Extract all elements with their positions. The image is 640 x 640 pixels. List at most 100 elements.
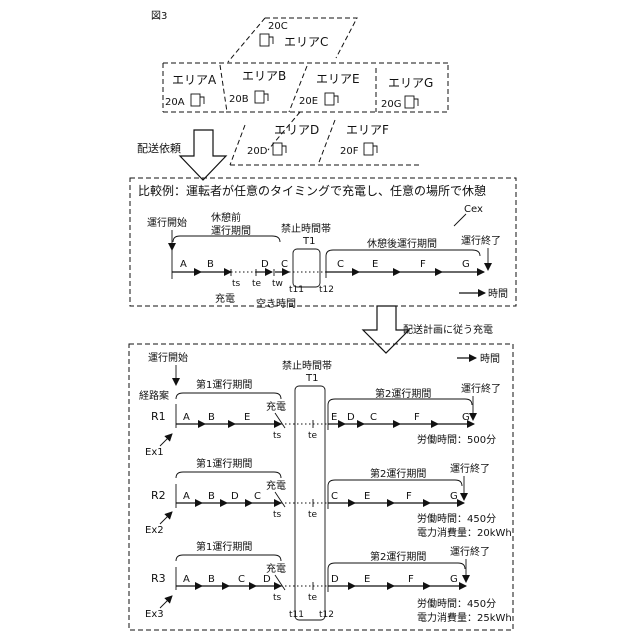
r2-stop-8: G bbox=[450, 491, 458, 502]
cmp-forbidden-code: T1 bbox=[302, 236, 315, 247]
r2-stop-3: D bbox=[231, 491, 239, 502]
plan-arrow-label: 配送計画に従う充電 bbox=[403, 323, 493, 336]
comparison-title: 比較例：運転者が任意のタイミングで充電し、任意の場所で休憩 bbox=[138, 183, 486, 198]
cmp-op-end-label: 運行終了 bbox=[461, 234, 501, 247]
cmp-tw-label: tw bbox=[272, 279, 283, 289]
cmp-stop-g: G bbox=[462, 259, 470, 270]
r3-stop-1: A bbox=[183, 574, 190, 585]
r3-period1-brace bbox=[176, 555, 281, 561]
r3-period1-label: 第1運行期間 bbox=[196, 540, 252, 553]
cmp-post-rest-label: 休憩後運行期間 bbox=[367, 237, 437, 250]
area-map: 20C エリアC エリアA 20A エリアB 20B エリアE 20E エリアG… bbox=[163, 18, 448, 165]
delivery-request-label: 配送依頼 bbox=[137, 141, 181, 155]
r2-stat-2: 電力消費量：20kWh bbox=[417, 526, 512, 539]
charger-20g-icon bbox=[405, 96, 418, 108]
cmp-pre-rest-label: 休憩前 bbox=[211, 211, 241, 224]
cmp-t12-label: t12 bbox=[319, 285, 334, 295]
r1-stop-7: F bbox=[414, 412, 420, 423]
r2-period1-label: 第1運行期間 bbox=[196, 457, 252, 470]
area-b-label: エリアB bbox=[242, 69, 286, 83]
charger-20a-icon bbox=[191, 94, 204, 106]
r1-charge-label: 充電 bbox=[266, 400, 286, 413]
route-r3: 第1運行期間 第2運行期間 運行終了 R3 A B C D 充電 D E F G… bbox=[145, 540, 512, 624]
r2-stop-2: B bbox=[208, 491, 215, 502]
r1-period1-label: 第1運行期間 bbox=[196, 378, 252, 391]
station-20e-label: 20E bbox=[299, 96, 318, 107]
comparison-ref-label: Cex bbox=[464, 204, 483, 215]
area-d-label: エリアD bbox=[274, 123, 319, 137]
r2-charge-leader bbox=[275, 492, 285, 507]
charger-20d-icon bbox=[273, 143, 286, 155]
r1-op-end-label: 運行終了 bbox=[461, 382, 501, 395]
cmp-op-start-label: 運行開始 bbox=[147, 216, 187, 229]
r3-stop-5: D bbox=[331, 574, 339, 585]
comparison-ref-leader bbox=[454, 214, 466, 226]
cmp-t11-label: t11 bbox=[289, 285, 304, 295]
r1-ex-label: Ex1 bbox=[145, 447, 164, 458]
cmp-te-label: te bbox=[252, 279, 262, 289]
r1-stop-6: C bbox=[370, 412, 377, 423]
r3-stop-4: D bbox=[263, 574, 271, 585]
area-g-label: エリアG bbox=[388, 76, 433, 90]
cmp-pre-rest-period-label: 運行期間 bbox=[211, 224, 251, 237]
station-20g-label: 20G bbox=[381, 99, 401, 110]
r3-stop-6: E bbox=[364, 574, 370, 585]
r2-stop-7: F bbox=[406, 491, 412, 502]
r3-t12-label: t12 bbox=[319, 610, 334, 620]
cmp-stop-c: C bbox=[281, 259, 288, 270]
plan-forbidden-code: T1 bbox=[305, 373, 318, 384]
r1-charge-leader bbox=[275, 413, 285, 428]
r2-stat-1: 労働時間：450分 bbox=[417, 512, 496, 525]
cmp-ts-label: ts bbox=[232, 279, 241, 289]
plan-frame bbox=[129, 344, 513, 630]
cmp-stop-f: F bbox=[420, 259, 426, 270]
station-20b-label: 20B bbox=[229, 94, 249, 105]
r3-period2-brace bbox=[328, 563, 465, 569]
r1-stop-2: B bbox=[208, 412, 215, 423]
charger-20e-icon bbox=[325, 93, 338, 105]
r2-ts-label: ts bbox=[273, 510, 282, 520]
r2-period2-brace bbox=[328, 480, 462, 486]
r3-op-end-label: 運行終了 bbox=[450, 545, 490, 558]
r3-charge-leader bbox=[275, 575, 285, 590]
r1-stop-8: G bbox=[462, 412, 470, 423]
r2-ex-label: Ex2 bbox=[145, 525, 164, 536]
charger-20b-icon bbox=[255, 91, 268, 103]
lower-row-boundary bbox=[226, 112, 448, 165]
r2-id: R2 bbox=[151, 489, 166, 502]
cmp-idle-label: 空き時間 bbox=[256, 297, 296, 310]
area-c-label: エリアC bbox=[284, 35, 328, 49]
r2-ticks bbox=[313, 486, 328, 509]
r1-stop-4: E bbox=[331, 412, 337, 423]
r3-stop-8: G bbox=[450, 574, 458, 585]
r1-ticks bbox=[313, 405, 328, 430]
r1-stop-5: D bbox=[347, 412, 355, 423]
r1-period1-brace bbox=[176, 393, 281, 399]
r1-id: R1 bbox=[151, 410, 166, 423]
area-f-label: エリアF bbox=[346, 123, 389, 137]
r3-stop-2: B bbox=[208, 574, 215, 585]
cmp-stop-d: D bbox=[261, 259, 269, 270]
r2-ex-pointer bbox=[160, 512, 172, 524]
r2-te-label: te bbox=[308, 510, 318, 520]
r2-charge-label: 充電 bbox=[266, 479, 286, 492]
r2-stop-1: A bbox=[183, 491, 190, 502]
area-e-label: エリアE bbox=[316, 72, 360, 86]
plan-time-label: 時間 bbox=[480, 353, 500, 365]
station-20f-label: 20F bbox=[340, 146, 359, 157]
r3-stop-7: F bbox=[408, 574, 414, 585]
cmp-stop-e: E bbox=[372, 259, 378, 270]
r3-stat-2: 電力消費量：25kWh bbox=[417, 611, 512, 624]
r3-ex-label: Ex3 bbox=[145, 609, 164, 620]
cmp-stop-c2: C bbox=[337, 259, 344, 270]
cmp-charge-label: 充電 bbox=[215, 292, 235, 305]
cmp-time-label: 時間 bbox=[488, 288, 508, 300]
charger-20f-icon bbox=[364, 143, 377, 155]
route-r2: 第1運行期間 第2運行期間 運行終了 R2 A B D C 充電 C E F G… bbox=[145, 457, 512, 539]
r2-op-end-label: 運行終了 bbox=[450, 462, 490, 475]
r3-ts-label: ts bbox=[273, 593, 282, 603]
r2-period2-label: 第2運行期間 bbox=[370, 467, 426, 480]
r1-ex-pointer bbox=[160, 434, 172, 446]
r3-stat-1: 労働時間：450分 bbox=[417, 597, 496, 610]
